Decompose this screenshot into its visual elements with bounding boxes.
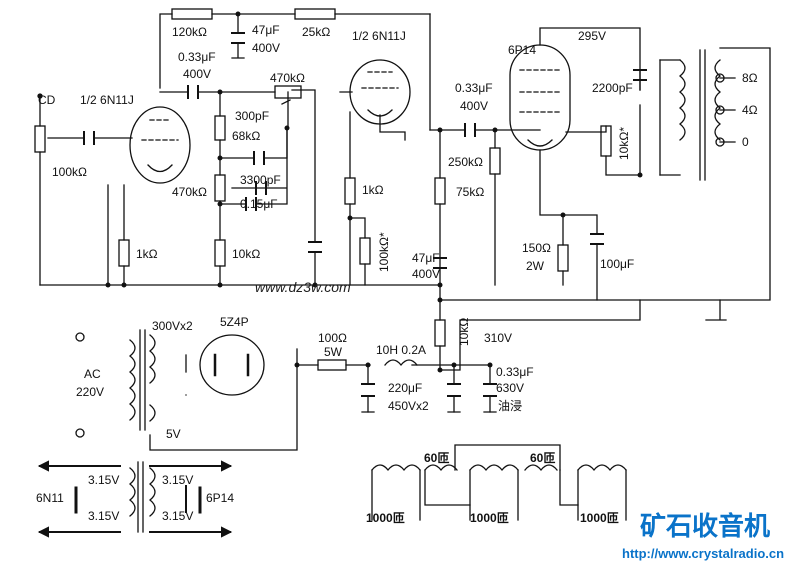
label-r100-w: 5W [324,345,343,359]
label-turns1000a: 1000匝 [366,511,405,525]
label-c-dec1: 47μF [252,23,280,37]
label-r150: 150Ω [522,241,551,255]
label-tube-r: 6P14 [206,491,234,505]
label-r68k: 68kΩ [232,129,260,143]
label-turns1000b: 1000匝 [470,511,509,525]
label-r10k-a: 10kΩ [232,247,260,261]
label-c1-v: 400V [183,67,211,81]
label-r1k-a: 1kΩ [136,247,158,261]
coil-diagram [371,444,627,521]
label-sec-hv: 300Vx2 [152,319,193,333]
label-c015: 0.15μF [240,197,278,211]
transformers [128,49,722,533]
label-fil-r1: 3.15V [162,473,193,487]
site-url: http://www.crystalradio.cn [622,546,784,561]
label-c-dec1-v: 400V [252,41,280,55]
label-r10k-b: 10kΩ [457,318,471,346]
label-r75k: 75kΩ [456,185,484,199]
label-choke: 10H 0.2A [376,343,426,357]
label-turns60b: 60匝 [530,451,555,465]
label-hv310: 310V [484,331,512,345]
label-r-b: 25kΩ [302,25,330,39]
label-tap8: 8Ω [742,71,758,85]
label-c3300p: 3300pF [240,173,281,187]
label-turns1000c: 1000匝 [580,511,619,525]
label-c2-v: 400V [460,99,488,113]
label-c47b-v: 400V [412,267,440,281]
capacitors [83,32,647,397]
label-c1: 0.33μF [178,50,216,64]
label-c2200p: 2200pF [592,81,633,95]
label-fil-l1: 3.15V [88,473,119,487]
label-c2: 0.33μF [455,81,493,95]
label-c033: 0.33μF [496,365,534,379]
label-hv295: 295V [578,29,606,43]
label-turns60a: 60匝 [424,451,449,465]
label-fil-l2: 3.15V [88,509,119,523]
label-v2: 1/2 6N11J [352,29,406,43]
label-ac: AC [84,367,101,381]
label-r150-w: 2W [526,259,545,273]
label-r1k-b: 1kΩ [362,183,384,197]
label-ac-v: 220V [76,385,104,399]
label-vr100k: 100kΩ [52,165,87,179]
label-vr470: 470kΩ [270,71,305,85]
label-vr470b: 470kΩ [172,185,207,199]
site-branding: 矿石收音机 http://www.crystalradio.cn [622,511,784,561]
label-oil: 油浸 [498,399,522,413]
label-tube-l: 6N11 [36,491,64,505]
label-v1: 1/2 6N11J [80,93,134,107]
label-c220-v: 450Vx2 [388,399,429,413]
label-cd: CD [38,93,56,107]
label-v3: 6P14 [508,43,536,57]
label-rect: 5Z4P [220,315,249,329]
junction-dots [105,11,643,373]
label-r100: 100Ω [318,331,347,345]
label-fil5: 5V [166,427,181,441]
vacuum-tubes [129,44,571,396]
label-r100k-star: 100kΩ* [377,232,391,272]
label-c033-v: 630V [496,381,524,395]
terminals [37,73,725,438]
filament-arrows [37,460,233,538]
label-tap0: 0 [742,135,749,149]
label-c100u: 100μF [600,257,634,271]
label-r-feedback: 120kΩ [172,25,207,39]
label-watermark: www.dz3w.com [255,279,351,295]
component-labels: 120kΩ 47μF 400V 25kΩ 1/2 6N11J 0.33μF 40… [36,23,758,525]
label-tap4: 4Ω [742,103,758,117]
label-r250k: 250kΩ [448,155,483,169]
label-fil-r2: 3.15V [162,509,193,523]
brand-text: 矿石收音机 [640,511,770,542]
resistors [34,8,612,371]
label-r10k-star: 10kΩ* [617,127,631,160]
label-c47b: 47μF [412,251,440,265]
label-c300p: 300pF [235,109,269,123]
label-c220: 220μF [388,381,422,395]
